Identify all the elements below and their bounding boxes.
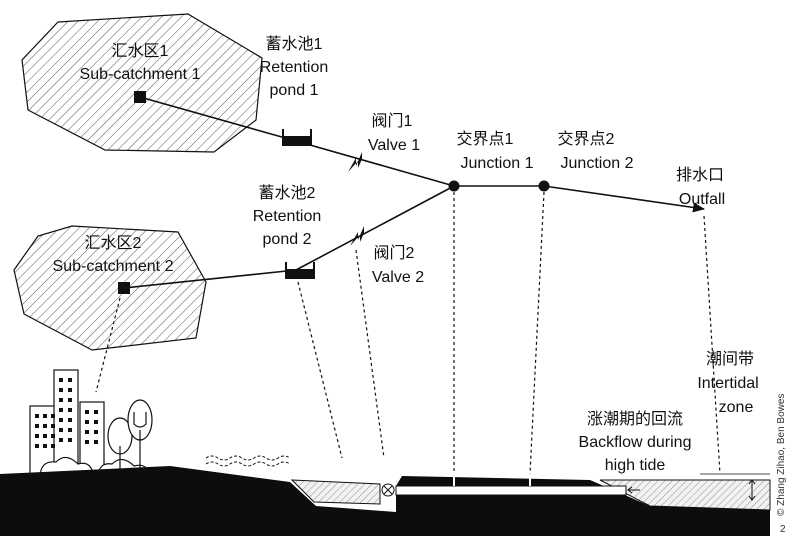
tidal-range-arrow-icon <box>700 473 770 501</box>
junction-2-label-cn: 交界点2 <box>558 130 615 148</box>
link-subcatchment2-pond2 <box>123 269 297 289</box>
link-subcatchment1-pond1 <box>139 96 297 142</box>
junction-2-label-en: Junction 2 <box>561 155 634 172</box>
subcatchment-1-label-en: Sub-catchment 1 <box>80 66 201 83</box>
intertidal-zone-label-cn: 潮间带 <box>706 350 754 368</box>
intertidal-zone-label-en-2: zone <box>719 399 754 416</box>
valve-1-label-cn: 阀门1 <box>372 112 413 130</box>
subcatchment-1-label-cn: 汇水区1 <box>112 42 169 60</box>
tidal-water-area <box>599 479 771 511</box>
subcatchment-2-outlet-node <box>118 282 130 294</box>
culvert-pipe <box>381 474 627 497</box>
leader-lines <box>95 191 721 475</box>
junction-2-node <box>538 180 550 192</box>
valve-2-label-en: Valve 2 <box>372 269 424 286</box>
link-pond1-junction1 <box>295 140 455 187</box>
trees-icon <box>107 399 153 474</box>
subcatchment-1-area <box>21 13 263 153</box>
backflow-label-en-2: high tide <box>605 457 666 474</box>
outfall-label-cn: 排水口 <box>676 166 724 184</box>
backflow-arrow-icon <box>627 486 640 494</box>
junction-1-label-cn: 交界点1 <box>457 130 514 148</box>
valve-2-label-cn: 阀门2 <box>374 244 415 262</box>
retention-pond-2-label-cn: 蓄水池2 <box>259 184 316 202</box>
ground-profile <box>0 466 770 536</box>
retention-pond-2-icon <box>285 262 315 279</box>
wave-lines-icon <box>205 455 291 467</box>
retention-pond-1-icon <box>282 129 312 146</box>
retention-pond-1-label-en-1: Retention <box>260 59 329 76</box>
backflow-label-cn: 涨潮期的回流 <box>587 410 683 428</box>
valve-1-label-en: Valve 1 <box>368 137 420 154</box>
junction-1-label-en: Junction 1 <box>461 155 534 172</box>
valve-2-icon <box>350 224 368 246</box>
link-pond2-junction1 <box>295 185 455 271</box>
backflow-label-en-1: Backflow during <box>579 434 692 451</box>
retention-pond-2-label-en-1: Retention <box>253 208 322 225</box>
image-credit: © Zhang Zihao, Ben Bowes <box>776 394 787 516</box>
subcatchment-2-label-cn: 汇水区2 <box>85 234 142 252</box>
intertidal-zone-label-en-1: Intertidal <box>697 375 758 392</box>
figure-number: 2 <box>780 524 786 535</box>
retention-pond-1-label-en-2: pond 1 <box>270 82 319 99</box>
retention-pond-1-label-cn: 蓄水池1 <box>266 35 323 53</box>
valve-1-icon <box>348 150 366 172</box>
junction-1-node <box>448 180 460 192</box>
link-junction2-outfall <box>543 185 705 213</box>
subcatchment-2-label-en: Sub-catchment 2 <box>53 258 174 275</box>
pond-depression <box>290 479 381 505</box>
subcatchment-2-area <box>13 225 207 351</box>
subcatchment-1-outlet-node <box>134 91 146 103</box>
outfall-label-en: Outfall <box>679 191 725 208</box>
retention-pond-2-label-en-2: pond 2 <box>263 231 312 248</box>
